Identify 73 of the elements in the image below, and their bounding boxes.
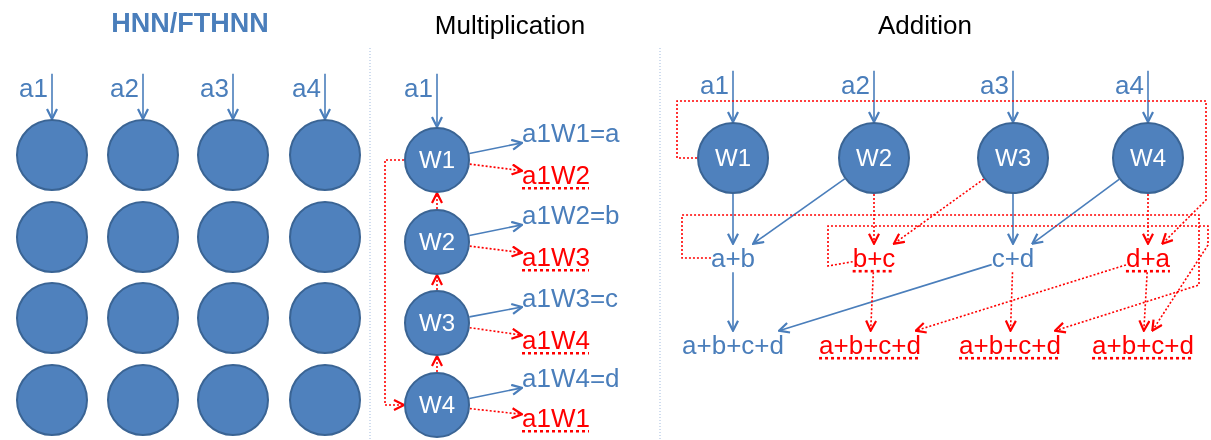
input-label: a1	[404, 73, 437, 103]
sum-label: d+a	[1125, 243, 1171, 273]
sum-label: a+b+c+d	[682, 330, 784, 360]
neuron-circle: W2	[838, 122, 910, 194]
product-label: a1W2	[522, 160, 590, 190]
arrow	[468, 163, 524, 176]
input-label: a2	[110, 73, 143, 103]
arrow	[867, 193, 881, 245]
arrow	[681, 214, 1200, 334]
arrow	[726, 193, 740, 245]
arrow	[726, 271, 740, 332]
arrow	[430, 354, 444, 373]
product-label: a1W3	[522, 242, 590, 272]
neuron-circle: W1	[404, 127, 470, 193]
neuron-circle: W1	[697, 122, 769, 194]
product-label: a1W2=b	[522, 200, 620, 230]
arrow	[1006, 69, 1020, 124]
neuron-circle: W3	[977, 122, 1049, 194]
panel-heading: Multiplication	[434, 10, 586, 41]
arrow	[430, 191, 444, 210]
input-label: a1	[700, 70, 733, 100]
arrow	[777, 263, 993, 334]
arrow	[430, 273, 444, 291]
sum-label: b+c	[852, 243, 896, 273]
input-label: a1	[19, 73, 52, 103]
input-label: a4	[292, 73, 325, 103]
arrow	[318, 72, 332, 121]
sum-label: c+d	[991, 243, 1035, 273]
input-label: a3	[200, 73, 233, 103]
sum-label: a+b+c+d	[819, 330, 921, 360]
neuron-circle: W4	[1112, 122, 1184, 194]
arrow	[384, 159, 406, 412]
sum-label: a+b	[710, 243, 756, 273]
input-label: a3	[980, 70, 1013, 100]
arrow	[1141, 69, 1155, 124]
arrow	[430, 72, 444, 129]
arrow	[867, 69, 881, 124]
arrow	[827, 225, 1209, 332]
arrow	[136, 72, 150, 121]
sum-label: a+b+c+d	[959, 330, 1061, 360]
arrow	[468, 326, 524, 340]
arrow	[914, 264, 1127, 334]
input-label: a4	[1115, 70, 1148, 100]
neuron-circle: W3	[404, 290, 470, 356]
arrow	[468, 302, 524, 318]
panel-heading: Addition	[878, 10, 972, 41]
arrow	[226, 72, 240, 121]
input-label: a2	[841, 70, 874, 100]
arrow	[1006, 193, 1020, 245]
product-label: a1W4	[522, 325, 590, 355]
arrow	[468, 138, 524, 155]
arrow	[468, 383, 524, 400]
arrow	[752, 178, 846, 245]
arrow	[45, 72, 59, 121]
neuron-circle: W4	[404, 372, 470, 438]
neuron-circle: W2	[404, 209, 470, 275]
arrow	[468, 245, 524, 258]
arrow	[1138, 271, 1151, 332]
arrow	[469, 407, 524, 420]
arrow	[892, 178, 985, 245]
product-label: a1W3=c	[522, 283, 619, 313]
arrow	[865, 271, 878, 332]
arrow	[1031, 178, 1120, 245]
arrow	[1004, 271, 1017, 332]
sum-label: a+b+c+d	[1092, 330, 1194, 360]
diagram-title: HNN/FTHNN	[111, 8, 269, 39]
arrow	[1141, 193, 1155, 245]
product-label: a1W1	[522, 403, 590, 433]
arrow	[726, 69, 740, 124]
product-label: a1W1=a	[522, 118, 620, 148]
arrow	[468, 220, 524, 237]
product-label: a1W4=d	[522, 363, 620, 393]
arrow	[676, 100, 1207, 245]
